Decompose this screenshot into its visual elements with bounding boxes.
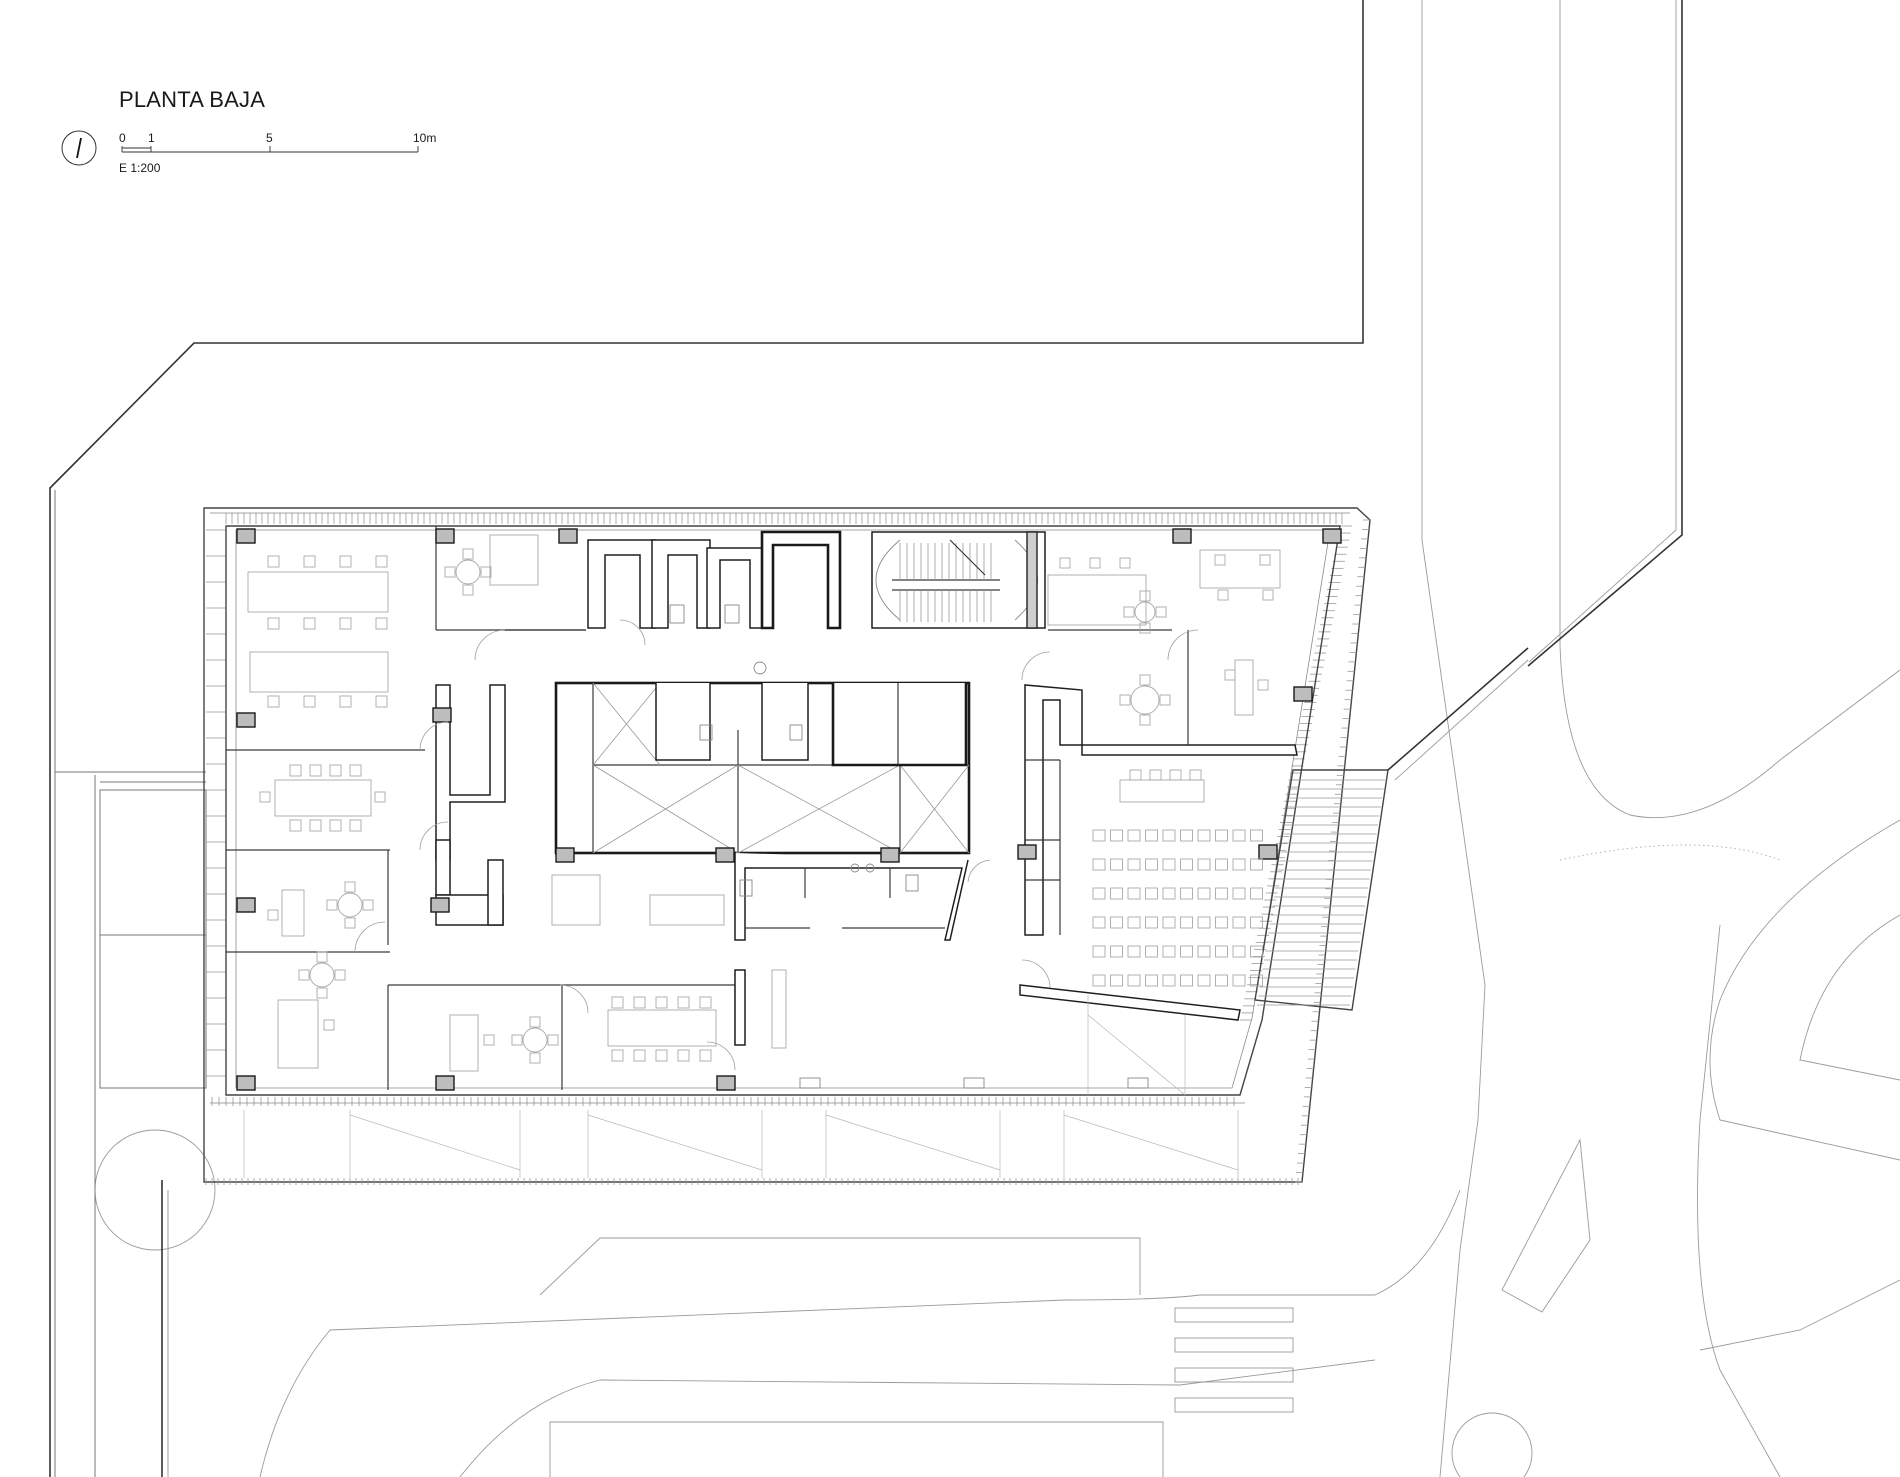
- column: [236, 1075, 256, 1091]
- column: [1293, 686, 1313, 702]
- desk-3: [449, 1014, 479, 1072]
- street-edge-2: [1559, 0, 1900, 819]
- roundabout-inner: [1799, 914, 1900, 1081]
- facade-louvres-left: [206, 529, 226, 1077]
- column: [430, 897, 450, 913]
- column: [715, 847, 735, 863]
- toilet-3: [706, 547, 763, 629]
- parking-bay: [99, 789, 207, 1089]
- toilet-2: [651, 539, 711, 629]
- scale-label: E 1:200: [119, 161, 161, 175]
- furniture: [247, 534, 1281, 1072]
- right-wing-wall: [1024, 684, 1298, 936]
- reception-desk-2: [649, 894, 725, 926]
- title-block: PLANTA BAJA 0 1 5 10m E 1:200: [61, 87, 436, 175]
- elevator-1: [760, 530, 842, 630]
- column: [558, 528, 578, 544]
- column: [236, 528, 256, 544]
- column: [1172, 528, 1192, 544]
- core-shafts: [592, 682, 970, 854]
- scale-tick-5: 5: [266, 131, 273, 145]
- column: [432, 707, 452, 723]
- desk-2: [277, 999, 319, 1069]
- column: [1258, 844, 1278, 860]
- meeting-table-2: [249, 651, 389, 693]
- door-swings: [354, 619, 1199, 1071]
- parking-block-bottom: [549, 1421, 1164, 1477]
- parking-block-top: [539, 1237, 1141, 1296]
- facade-louvres-bottom: [205, 1097, 1299, 1185]
- roundabout-dotted: [1559, 844, 1781, 861]
- street-edge-3: [1528, 0, 1677, 663]
- site-context: [49, 0, 1900, 1477]
- structural-columns: [236, 528, 1342, 1091]
- auditorium-stage-table: [1119, 779, 1205, 803]
- meeting-table-4: [607, 1009, 717, 1047]
- toilet-1: [587, 539, 656, 629]
- drawing-title: PLANTA BAJA: [119, 87, 265, 112]
- island-triangle: [1501, 1138, 1591, 1313]
- lower-core-wall: [734, 853, 969, 941]
- column: [880, 847, 900, 863]
- column: [555, 847, 575, 863]
- column: [1322, 528, 1342, 544]
- street-curve-right: [1697, 924, 1781, 1477]
- desk-office-b: [1199, 549, 1281, 589]
- desk-1: [281, 889, 305, 937]
- restroom-block-1: [655, 683, 711, 761]
- north-arrow-icon: [61, 130, 97, 166]
- ramp-edge-1: [1387, 647, 1529, 771]
- facade-louvres-top: [225, 513, 1343, 524]
- plumbing-fixtures: [669, 604, 919, 897]
- desk-right-2: [1234, 659, 1254, 716]
- meeting-table-3: [274, 779, 372, 817]
- parking-curve: [459, 1359, 1376, 1477]
- column: [236, 897, 256, 913]
- street-planter: [1451, 1412, 1533, 1477]
- auditorium-front-wall: [1019, 984, 1241, 1021]
- desk-office-a: [489, 534, 539, 586]
- scale-tick-1: 1: [148, 131, 155, 145]
- bench: [771, 969, 787, 1049]
- street-main-curve: [1374, 1189, 1461, 1296]
- column: [716, 1075, 736, 1091]
- street-edge-1: [1421, 0, 1486, 1477]
- glazed-facade: [225, 525, 1341, 1096]
- neighbour-lot-boundary: [49, 0, 1364, 1477]
- building: [203, 507, 1389, 1185]
- scale-tick-0: 0: [119, 131, 126, 145]
- desk-right-1: [1047, 574, 1147, 626]
- roundabout-outer: [1709, 819, 1900, 1161]
- sidewalk-curve: [1699, 1279, 1900, 1351]
- column: [435, 528, 455, 544]
- scale-bar: 0 1 5 10m E 1:200: [119, 131, 436, 175]
- parking-outline: [167, 1190, 1375, 1477]
- column: [435, 1075, 455, 1091]
- staircase: [871, 531, 1046, 629]
- crosswalk: [1174, 1307, 1294, 1413]
- street-edge-4: [1527, 0, 1683, 667]
- scale-tick-10: 10m: [413, 131, 436, 145]
- column: [236, 712, 256, 728]
- reception-desk-1: [551, 874, 601, 926]
- meeting-table-1: [247, 571, 389, 613]
- bike-racks: [799, 1077, 1149, 1089]
- paving-joints: [243, 1110, 1239, 1178]
- column: [1017, 844, 1037, 860]
- entrance-ramp-steps: [1254, 769, 1389, 1011]
- tree-circle: [94, 1129, 216, 1251]
- elevator-block: [831, 683, 968, 767]
